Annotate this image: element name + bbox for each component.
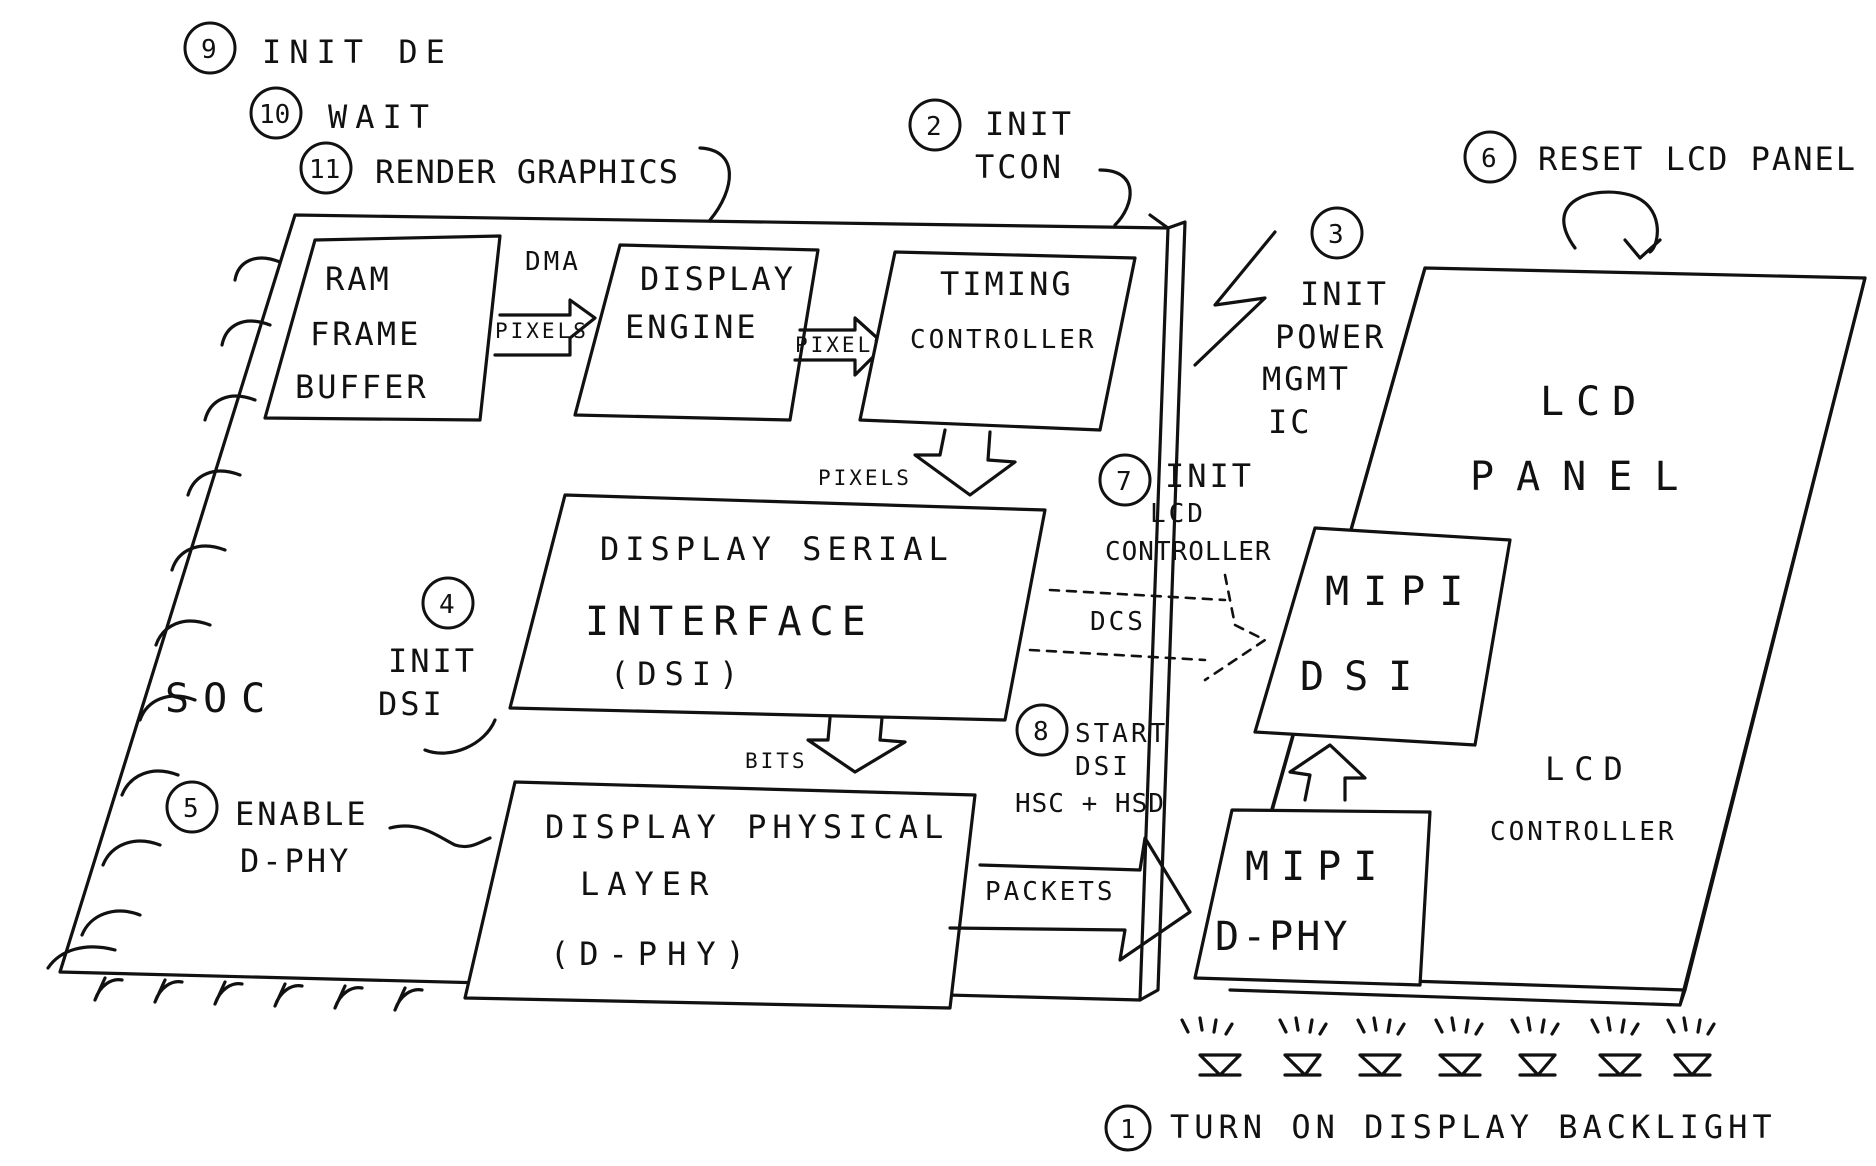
- mipi-dsi-block: MIPI DSI: [1253, 526, 1512, 747]
- timing-controller-line2: CONTROLLER: [910, 325, 1097, 355]
- arrow-timing-controller-to-dsi: PIXELS: [818, 428, 1017, 497]
- mipi-dsi-line1: MIPI: [1325, 569, 1477, 615]
- lightning-icon: [1193, 230, 1277, 367]
- dphy-line3: (D-PHY): [550, 935, 755, 973]
- step-3-line4: IC: [1268, 403, 1313, 441]
- step-9-init-de: 9 INIT DE: [183, 21, 453, 75]
- pixels-label-de-tc: PIXELS: [795, 333, 889, 357]
- step-7-init-lcd-controller: 7 INIT LCD CONTROLLER: [1098, 453, 1272, 567]
- dsi-line2: INTERFACE: [585, 599, 874, 645]
- step-2-init-tcon: 2 INIT TCON: [908, 98, 1132, 227]
- dcs-label: DCS: [1090, 607, 1146, 637]
- soc-label: SOC: [165, 676, 279, 722]
- dphy-line2: LAYER: [580, 865, 716, 903]
- step-10-wait: 10 WAIT: [249, 86, 437, 140]
- dma-label: DMA: [525, 247, 581, 277]
- display-engine-block: DISPLAY ENGINE: [573, 243, 820, 422]
- step-7-line2: LCD: [1150, 499, 1206, 529]
- mipi-dphy-block: MIPI D-PHY: [1193, 808, 1432, 987]
- soc-left-pins: [46, 256, 282, 970]
- ram-frame-buffer-block: RAM FRAME BUFFER: [263, 234, 502, 422]
- dphy-line1: DISPLAY PHYSICAL: [545, 808, 949, 846]
- lcd-panel-line1: LCD: [1540, 379, 1648, 425]
- dsi-line1: DISPLAY SERIAL: [600, 530, 954, 568]
- step-9-text: INIT DE: [262, 33, 453, 71]
- step-1-text: TURN ON DISPLAY BACKLIGHT: [1170, 1108, 1777, 1146]
- backlight-led-icon: [1180, 1016, 1716, 1077]
- timing-controller-line1: TIMING: [940, 265, 1074, 303]
- step-11-text: RENDER GRAPHICS: [375, 153, 679, 191]
- step-6-reset-lcd-panel: 6 RESET LCD PANEL: [1463, 130, 1857, 184]
- mipi-dphy-line1: MIPI: [1245, 844, 1389, 890]
- ram-label-line3: BUFFER: [295, 368, 429, 406]
- step-4-init-dsi: 4 INIT DSI: [378, 576, 497, 755]
- step-8-line3: HSC + HSD: [1015, 789, 1165, 819]
- step-5-enable-dphy: 5 ENABLE D-PHY: [165, 780, 492, 880]
- reset-arrow-icon: [1562, 190, 1662, 260]
- dsi-line3: (DSI): [610, 655, 746, 693]
- step-10-text: WAIT: [328, 98, 437, 136]
- ram-label-line1: RAM: [325, 260, 392, 298]
- mipi-dphy-line2: D-PHY: [1215, 914, 1350, 960]
- step-3-init-power-mgmt-ic: 3 INIT POWER MGMT IC: [1262, 206, 1389, 441]
- step-6-text: RESET LCD PANEL: [1538, 140, 1857, 178]
- display-engine-line1: DISPLAY: [640, 260, 796, 298]
- dcs-arrows: DCS: [1028, 573, 1268, 682]
- step-11-render-graphics: 11 RENDER GRAPHICS: [299, 141, 731, 222]
- step-3-line2: POWER: [1275, 318, 1386, 356]
- step-10-number: 10: [259, 100, 290, 130]
- lcd-panel: LCD PANEL LCD CONTROLLER: [1223, 266, 1867, 1007]
- step-5-line2: D-PHY: [240, 842, 351, 880]
- step-9-number: 9: [201, 35, 220, 65]
- dsi-block: DISPLAY SERIAL INTERFACE (DSI): [508, 493, 1047, 722]
- step-1-turn-on-backlight: 1 TURN ON DISPLAY BACKLIGHT: [1104, 1104, 1777, 1152]
- arrow-mipi-dphy-to-mipi-dsi: [1288, 743, 1367, 802]
- pixels-label-tc-dsi: PIXELS: [818, 466, 912, 490]
- step-2-line1: INIT: [985, 105, 1074, 143]
- step-7-line3: CONTROLLER: [1105, 537, 1272, 567]
- step-2-number: 2: [926, 112, 945, 142]
- mipi-dsi-line2: DSI: [1300, 654, 1432, 700]
- lcd-panel-line2: PANEL: [1470, 454, 1700, 500]
- arrow-packets: PACKETS: [948, 836, 1192, 962]
- step-3-number: 3: [1328, 220, 1347, 250]
- lcd-controller-line1: LCD: [1545, 750, 1633, 788]
- lcd-controller-line2: CONTROLLER: [1490, 817, 1677, 847]
- step-6-number: 6: [1481, 144, 1500, 174]
- step-2-line2: TCON: [975, 148, 1064, 186]
- step-7-line1: INIT: [1165, 457, 1254, 495]
- step-1-number: 1: [1120, 1115, 1139, 1145]
- timing-controller-block: TIMING CONTROLLER: [858, 250, 1137, 432]
- step-5-number: 5: [183, 794, 202, 824]
- display-engine-line2: ENGINE: [625, 308, 759, 346]
- soc-bottom-pins: [93, 976, 424, 1012]
- bits-label: BITS: [745, 749, 808, 773]
- step-5-line1: ENABLE: [235, 795, 369, 833]
- step-4-number: 4: [439, 590, 458, 620]
- step-3-line3: MGMT: [1262, 360, 1351, 398]
- step-3-line1: INIT: [1300, 275, 1389, 313]
- step-11-number: 11: [309, 155, 340, 185]
- ram-label-line2: FRAME: [310, 315, 421, 353]
- pixels-label-ram-de: PIXELS: [495, 319, 589, 343]
- dphy-block: DISPLAY PHYSICAL LAYER (D-PHY): [463, 780, 977, 1010]
- step-4-line1: INIT: [388, 642, 477, 680]
- step-8-line1: START: [1075, 719, 1168, 749]
- step-7-number: 7: [1116, 467, 1135, 497]
- step-8-number: 8: [1033, 717, 1052, 747]
- arrow-dsi-to-dphy: BITS: [745, 716, 907, 774]
- step-4-line2: DSI: [378, 685, 445, 723]
- packets-label: PACKETS: [985, 877, 1116, 907]
- step-8-start-dsi: 8 START DSI HSC + HSD: [1015, 703, 1168, 819]
- step-8-line2: DSI: [1075, 752, 1131, 782]
- arrow-ram-to-display-engine: DMA PIXELS: [493, 247, 597, 357]
